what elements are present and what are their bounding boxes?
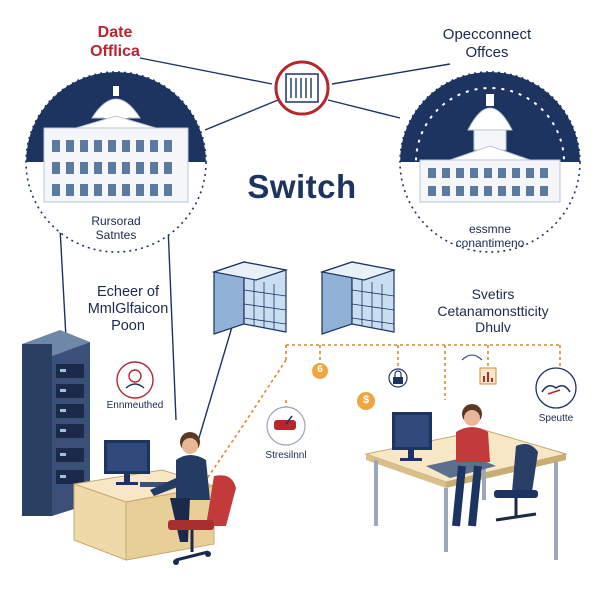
top-right-label: Opecconnect Offces — [412, 26, 562, 61]
right-mid-line1: Svetirs — [471, 286, 515, 302]
top-right-line1: Opecconnect — [442, 26, 532, 43]
server-rack-icon — [22, 330, 90, 516]
right-dome-caption-line2: conantimeno — [455, 236, 525, 251]
right-dome-caption-line1: essmne — [468, 222, 512, 236]
capitol-building-icon — [419, 94, 561, 203]
right-mid-text: Svetirs Cetanamonstticity Dhulv — [410, 286, 576, 336]
top-left-line2: Offlica — [90, 42, 140, 60]
switch-icon — [274, 60, 330, 116]
number-badge — [312, 363, 328, 379]
left-mid-line2: MmlGlfaicon — [87, 301, 169, 318]
capitol-building-icon — [43, 86, 189, 203]
office-building-icon — [211, 261, 289, 335]
person-icon — [452, 404, 490, 527]
office-building-icon — [319, 261, 397, 335]
right-workstation — [364, 354, 568, 560]
number-badge-label: 6 — [317, 364, 323, 375]
enumeration-icon — [116, 361, 154, 399]
left-dome-caption-line1: Rursorad — [91, 214, 141, 228]
network-links — [159, 344, 561, 549]
left-capitol-dome — [25, 71, 207, 253]
office-chair-icon — [168, 475, 236, 565]
left-dome-caption-line2: Satntes — [95, 228, 137, 243]
lock-icon — [388, 368, 408, 388]
left-workstation — [73, 432, 236, 565]
top-left-line1: Date — [97, 24, 133, 41]
right-capitol-dome — [399, 71, 581, 253]
dollar-icon — [357, 392, 375, 410]
top-right-line2: Offces — [465, 43, 509, 61]
streaming-label: Stresilnnl — [265, 450, 307, 461]
left-dome-caption: Rursorad Satntes — [56, 214, 176, 242]
dollar-badge-label: $ — [362, 394, 370, 406]
service-label: Speutte — [538, 413, 574, 424]
handshake-icon — [535, 367, 577, 409]
left-mid-line3: Poon — [111, 318, 145, 335]
office-chair-icon — [494, 444, 538, 522]
top-left-label: Date Offlica — [60, 24, 170, 62]
right-mid-line2: Cetanamonstticity — [437, 302, 549, 319]
enumeration-label: Ennmeuthed — [106, 400, 164, 411]
left-mid-line1: Echeer of — [96, 284, 160, 300]
center-title: Switch — [247, 168, 357, 205]
computer-monitor-icon — [392, 412, 432, 461]
chart-icon — [479, 367, 497, 385]
right-mid-line3: Dhulv — [475, 319, 511, 336]
right-dome-caption: essmne conantimeno — [420, 222, 560, 250]
gauge-icon — [266, 406, 306, 446]
computer-monitor-icon — [104, 440, 150, 485]
left-mid-text: Echeer of MmlGlfaicon Poon — [58, 284, 198, 335]
